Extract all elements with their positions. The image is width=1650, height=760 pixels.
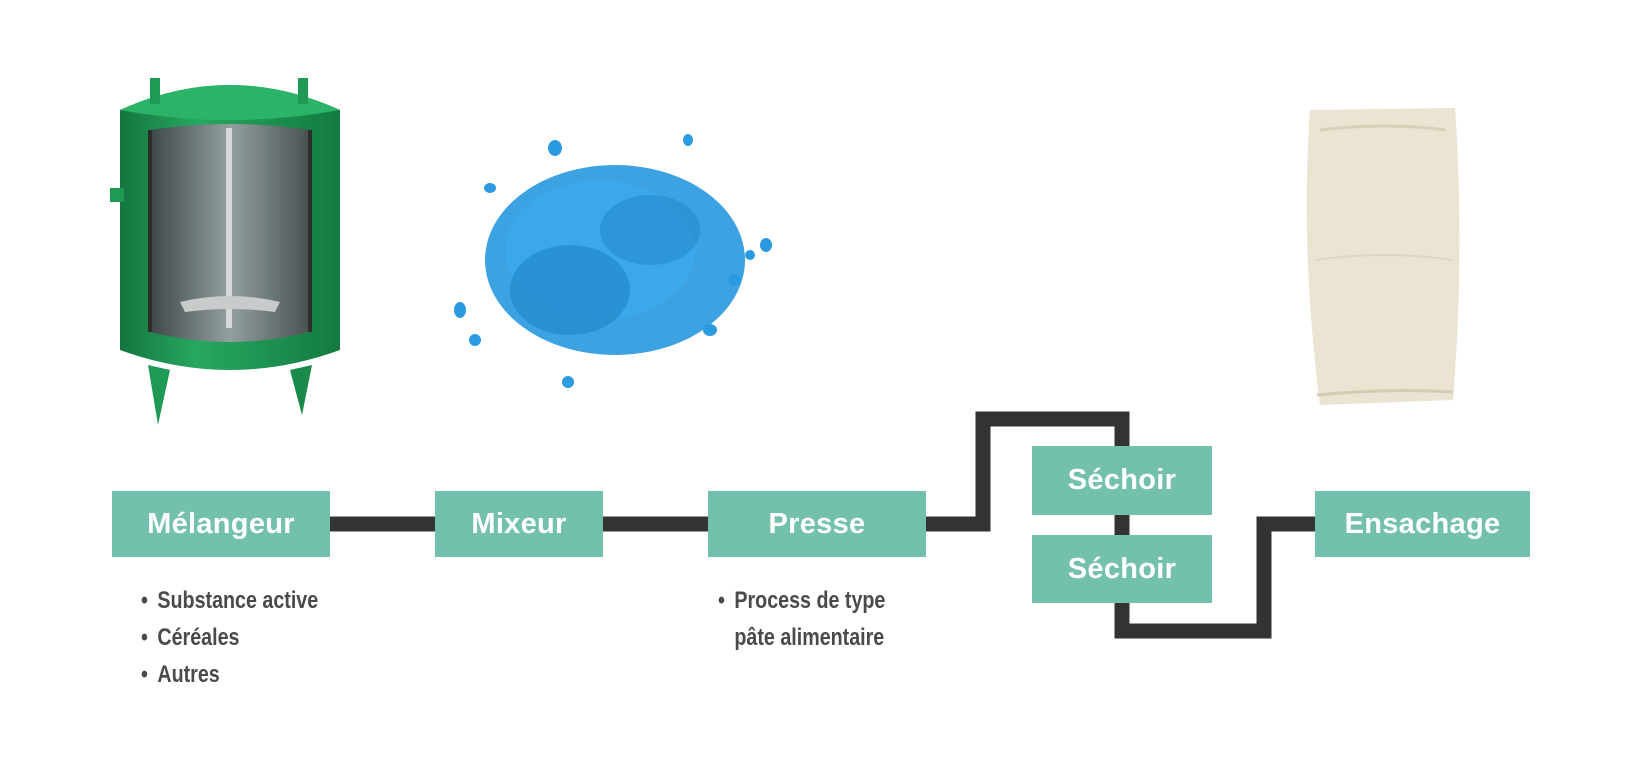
note-item-continuation: pâte alimentaire <box>734 624 885 651</box>
note-item: Substance active <box>141 582 318 619</box>
connector-sechoir-ensachage <box>1114 516 1315 639</box>
step-presse: Presse <box>708 491 926 557</box>
step-mixeur: Mixeur <box>435 491 603 557</box>
note-item: Céréales <box>141 619 318 656</box>
step-sechoir-1: Séchoir <box>1032 446 1212 515</box>
woven-sack-icon <box>1245 100 1500 430</box>
step-sechoir-2: Séchoir <box>1032 535 1212 603</box>
mixing-tank-icon <box>110 78 340 425</box>
step-melangeur: Mélangeur <box>112 491 330 557</box>
note-item: Autres <box>141 656 318 693</box>
notes-presse: Process de type pâte alimentaire <box>718 582 885 656</box>
connector-presse-sechoir <box>926 411 1130 532</box>
blue-pellets-icon <box>454 134 772 388</box>
step-ensachage: Ensachage <box>1315 491 1530 557</box>
notes-melangeur: Substance active Céréales Autres <box>141 582 318 693</box>
note-item: Process de type <box>718 582 885 619</box>
